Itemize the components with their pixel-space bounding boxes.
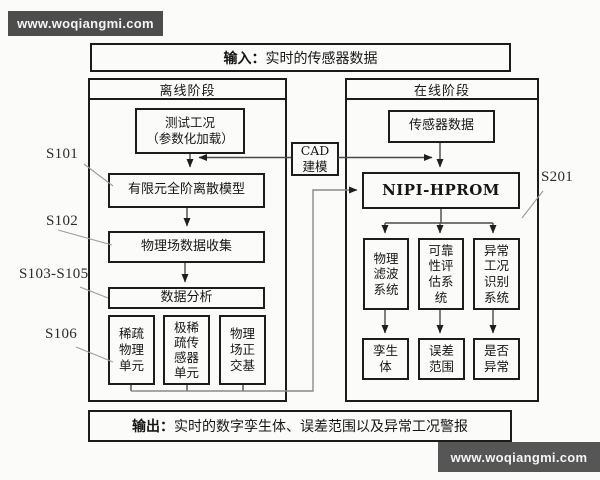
node-test-condition: 测试工况 （参数化加载） [135, 108, 245, 154]
node-fem-full-order-model: 有限元全阶离散模型 [108, 173, 265, 208]
node-nipi-hprom: NIPI-HPROM [362, 172, 520, 209]
output-label: 输出： [132, 419, 174, 435]
node-physics-orthogonal-basis: 物理 场正 交基 [219, 315, 266, 385]
step-label-s102: S102 [46, 213, 79, 229]
node-ultra-sparse-sensor-unit: 极稀 疏传 感器 单元 [163, 315, 210, 385]
online-phase-title: 在线阶段 [347, 80, 537, 100]
node-error-range: 误差 范围 [418, 338, 465, 380]
watermark-banner-top: www.woqiangmi.com [8, 11, 163, 36]
node-twin-body: 孪生 体 [362, 338, 409, 380]
node-is-abnormal: 是否 异常 [473, 338, 520, 380]
input-text: 实时的传感器数据 [265, 50, 378, 67]
node-physics-field-data-collect: 物理场数据收集 [108, 231, 265, 263]
node-abnormal-condition-recognition-system: 异常 工况 识别 系统 [473, 238, 520, 310]
output-text: 实时的数字孪生体、误差范围以及异常工况警报 [174, 419, 468, 435]
step-label-s201: S201 [541, 169, 574, 185]
step-label-s106: S106 [45, 326, 78, 342]
offline-phase-title: 离线阶段 [90, 80, 285, 100]
node-cad-modeling: CAD 建模 [291, 142, 339, 176]
input-label: 输入： [223, 50, 266, 67]
watermark-banner-bottom: www.woqiangmi.com [438, 442, 600, 472]
step-label-s103-s105: S103-S105 [19, 266, 89, 282]
node-sensor-data: 传感器数据 [388, 110, 495, 143]
node-data-analysis: 数据分析 [108, 287, 265, 309]
node-sparse-physics-unit: 稀疏 物理 单元 [108, 315, 155, 385]
step-label-s101: S101 [46, 146, 79, 162]
node-reliability-evaluation-system: 可靠 性评 估系 统 [418, 238, 464, 310]
input-bar: 输入：实时的传感器数据 [90, 43, 511, 72]
output-bar: 输出：实时的数字孪生体、误差范围以及异常工况警报 [88, 410, 512, 442]
node-physics-filter-system: 物理 滤波 系统 [363, 238, 409, 310]
